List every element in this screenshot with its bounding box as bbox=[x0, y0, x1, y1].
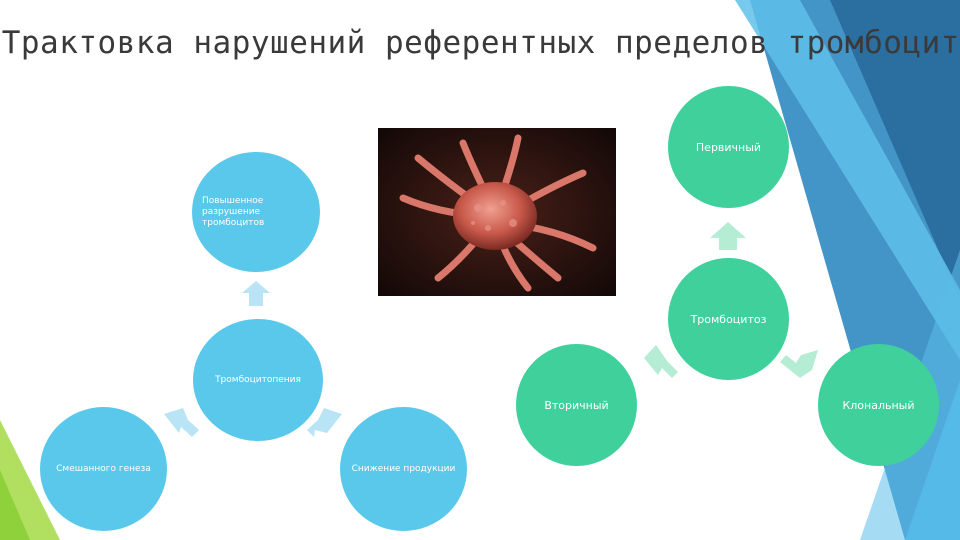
node-label: Повышенное разрушение тромбоцитов bbox=[202, 195, 265, 228]
slide-title: Трактовка нарушений референтных пределов… bbox=[1, 25, 960, 61]
node-mixed-genesis: Смешанного генеза bbox=[40, 407, 167, 531]
arrow-down-right bbox=[307, 408, 342, 437]
node-label: Смешанного генеза bbox=[56, 463, 151, 474]
platelet-photo bbox=[378, 128, 616, 296]
arrow-down-left-green bbox=[644, 345, 678, 378]
arrow-up-left-cluster bbox=[242, 281, 270, 306]
node-clonal: Клональный bbox=[818, 344, 939, 466]
arrow-down-right-green bbox=[780, 350, 818, 378]
node-label: Снижение продукции bbox=[351, 463, 456, 474]
node-primary: Первичный bbox=[668, 86, 789, 208]
node-label: Первичный bbox=[695, 140, 762, 154]
node-thrombocytosis: Тромбоцитоз bbox=[668, 258, 789, 380]
node-reduced-production: Снижение продукции bbox=[340, 407, 467, 531]
platelet-illustration bbox=[378, 128, 616, 296]
node-secondary: Вторичный bbox=[516, 344, 637, 466]
node-label: Тромбоцитоз bbox=[690, 312, 767, 326]
node-label: Тромбоцитопения bbox=[215, 374, 301, 385]
node-thrombocytopenia: Тромбоцитопения bbox=[193, 319, 323, 441]
node-label: Клональный bbox=[842, 398, 915, 412]
node-label: Вторичный bbox=[544, 398, 609, 412]
arrow-down-left bbox=[164, 408, 199, 437]
node-increased-destruction: Повышенное разрушение тромбоцитов bbox=[192, 152, 320, 272]
arrow-up-right-cluster bbox=[710, 222, 746, 250]
